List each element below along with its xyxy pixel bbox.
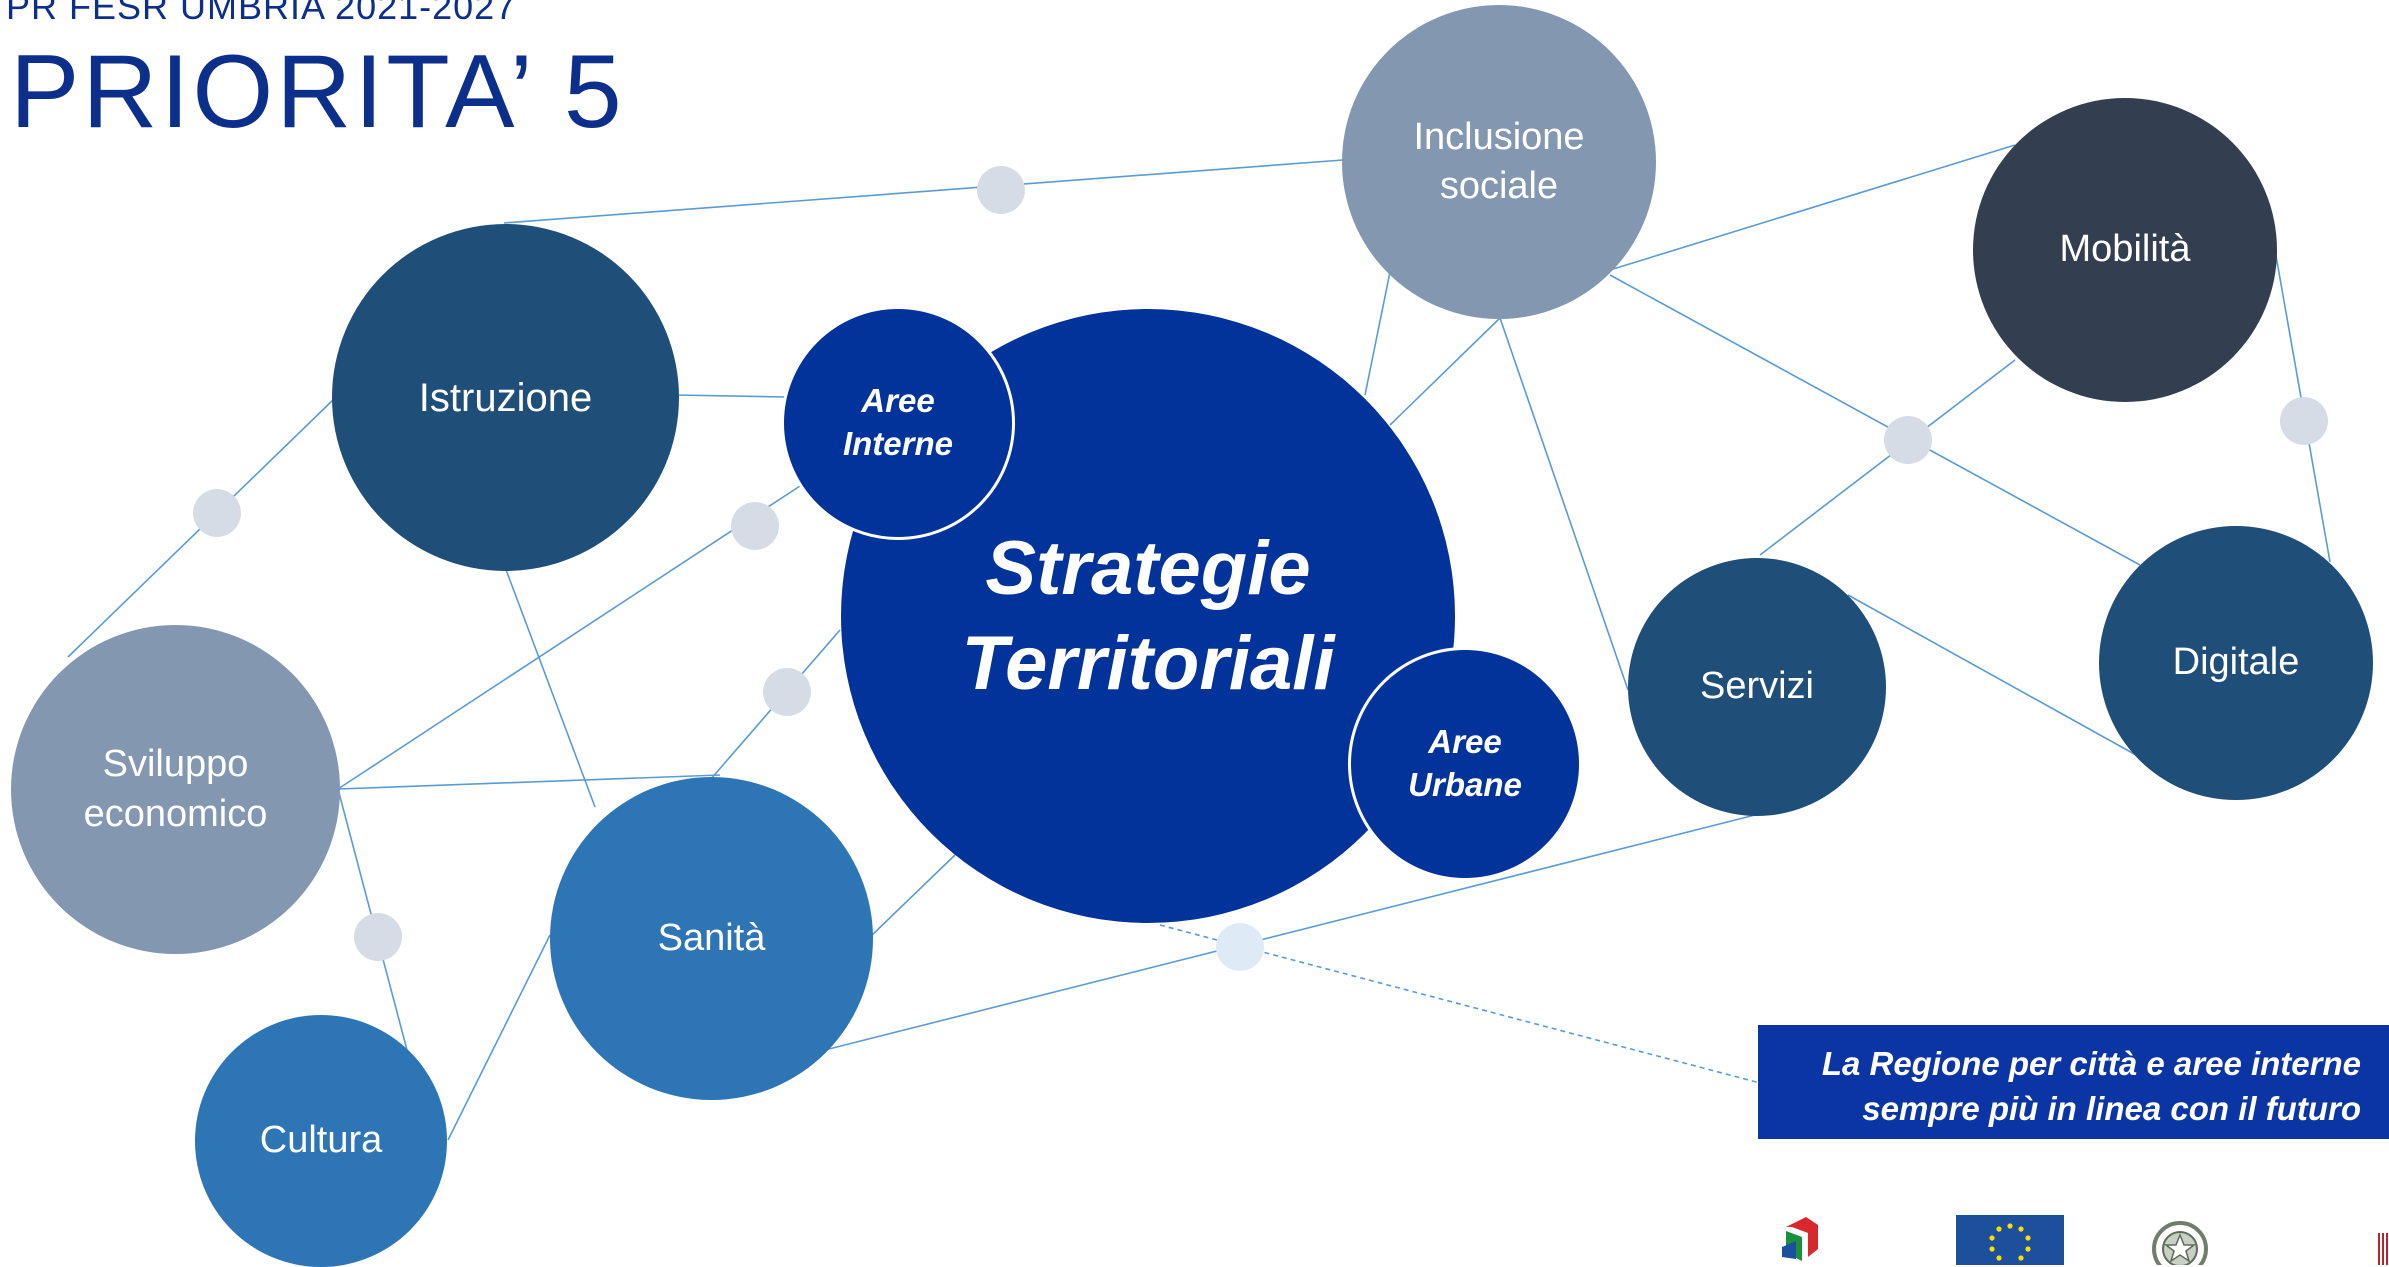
connector-line	[1609, 274, 2141, 566]
connector-line	[337, 774, 721, 790]
connector-line	[824, 814, 1756, 1051]
node-cultura: Cultura	[195, 1015, 447, 1267]
connector-line	[337, 485, 801, 790]
junction-node	[1216, 923, 1264, 971]
connector-line	[1609, 144, 2016, 271]
connector-line	[1499, 317, 1629, 691]
junction-node	[977, 166, 1025, 214]
connector-line	[1364, 271, 1391, 396]
node-label: Cultura	[259, 1119, 383, 1162]
node-aree-interne: Aree Interne	[781, 306, 1015, 540]
node-label: Servizi	[1699, 665, 1815, 708]
node-label: Aree	[1428, 723, 1502, 761]
connector-line	[1759, 359, 2016, 556]
node-sanita: Sanità	[550, 777, 873, 1100]
connector-line	[1389, 317, 1501, 426]
tagline-line: La Regione per città e aree interne	[1821, 1045, 2361, 1082]
node-label: Aree	[861, 382, 935, 420]
tagline-box: La Regione per città e aree interne semp…	[1758, 1025, 2389, 1139]
eu-flag-icon	[1956, 1215, 2064, 1265]
tagline-line: sempre più in linea con il futuro	[1862, 1090, 2361, 1127]
connector-line	[504, 566, 596, 808]
node-label: Digitale	[2172, 641, 2300, 684]
page-title: PRIORITA’ 5	[10, 34, 625, 150]
connector-line	[503, 159, 1344, 224]
connector-line	[674, 394, 786, 398]
node-inclusione-sociale: Inclusione sociale	[1342, 5, 1656, 319]
node-label: Territoriali	[961, 621, 1335, 706]
junction-node	[193, 489, 241, 537]
node-digitale: Digitale	[2099, 526, 2373, 800]
node-mobilita: Mobilità	[1973, 98, 2277, 402]
connector-line	[447, 934, 551, 1141]
junction-node	[763, 668, 811, 716]
node-label: Sanità	[657, 916, 766, 959]
node-servizi: Servizi	[1628, 558, 1886, 816]
junction-node	[731, 502, 779, 550]
node-label: Urbane	[1408, 766, 1522, 803]
junction-node	[2280, 397, 2328, 445]
republic-emblem-icon	[2152, 1221, 2208, 1265]
junction-node	[1884, 416, 1932, 464]
node-label: Strategie	[985, 526, 1311, 611]
program-subtitle: PR FESR UMBRIA 2021-2027	[6, 0, 517, 27]
node-aree-urbane: Aree Urbane	[1348, 647, 1582, 881]
region-logo-icon	[2378, 1233, 2389, 1265]
node-sviluppo-economico: Sviluppo economico	[11, 625, 340, 954]
node-istruzione: Istruzione	[332, 224, 679, 571]
connector-line	[869, 854, 956, 938]
node-label: economico	[83, 792, 268, 835]
node-label: Sviluppo	[102, 743, 249, 786]
italy-logo-icon	[1782, 1217, 1818, 1261]
node-label: sociale	[1439, 165, 1559, 207]
connector-line	[1847, 594, 2146, 761]
junction-node	[354, 913, 402, 961]
node-label: Mobilità	[2059, 228, 2191, 271]
node-label: Inclusione	[1413, 115, 1585, 158]
node-label: Interne	[842, 425, 954, 462]
node-label: Istruzione	[418, 375, 593, 420]
